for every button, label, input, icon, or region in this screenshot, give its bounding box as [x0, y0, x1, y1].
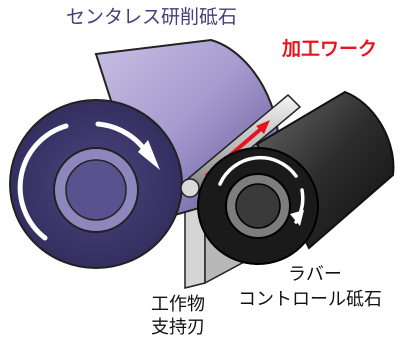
control-wheel-label-line2: コントロール砥石 — [238, 289, 382, 310]
support-blade-label-line1: 工作物 — [151, 294, 205, 315]
control-wheel — [197, 90, 395, 265]
grinding-rotation-arrow — [17, 123, 69, 241]
support-blade-label-line2: 支持刃 — [151, 317, 205, 338]
grinding-wheel — [9, 38, 280, 269]
workpiece-label: 加工ワーク — [282, 38, 378, 60]
control-rotation-arrow — [218, 155, 298, 186]
grinding-rotation-arrowhead — [138, 140, 160, 170]
control-wheel-label-line1: ラバー — [288, 264, 342, 285]
grinding-wheel-label: センタレス研削砥石 — [66, 6, 238, 28]
